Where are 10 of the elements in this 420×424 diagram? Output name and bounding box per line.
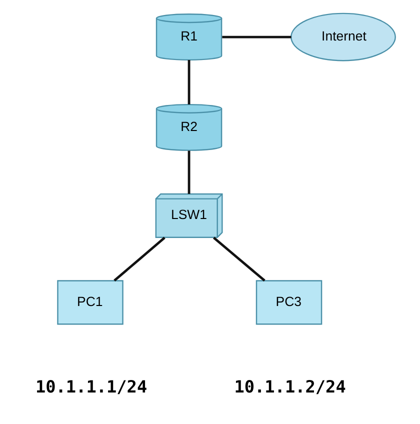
node-box: PC3 — [255, 280, 322, 325]
node-label: 10.1.1.1/24 — [34, 376, 147, 396]
connector — [212, 236, 265, 282]
node-label: 10.1.1.2/24 — [234, 376, 346, 396]
connector — [187, 150, 190, 194]
node-ellipse: Internet — [290, 12, 396, 62]
node-box: PC1 — [56, 280, 123, 325]
connector — [222, 36, 291, 38]
connector — [187, 60, 190, 104]
connector — [113, 236, 165, 282]
